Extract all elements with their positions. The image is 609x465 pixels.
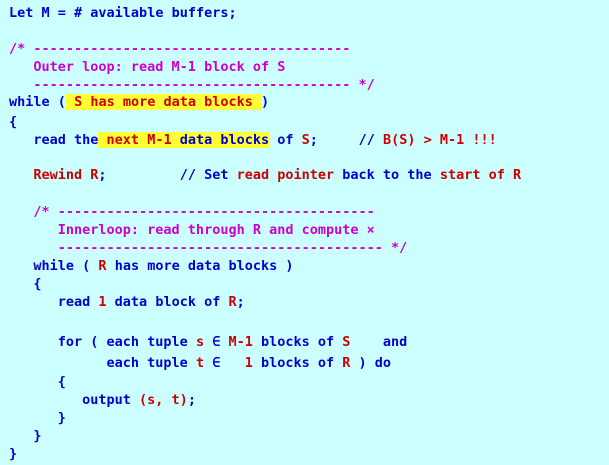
code-token: (: [82, 258, 99, 274]
code-token: has more data blocks: [106, 258, 286, 274]
code-token: M-1: [228, 334, 253, 350]
code-token: for ( each tuple: [9, 334, 196, 350]
code-token: while: [9, 94, 58, 110]
code-line: Outer loop: read M-1 block of S: [9, 58, 285, 76]
code-token: }: [9, 428, 42, 444]
code-token: B(S) > M-1 !!!: [382, 132, 497, 148]
code-line: /* -------------------------------------…: [9, 203, 375, 221]
code-token: 1: [98, 294, 107, 310]
code-token: ;: [309, 132, 318, 148]
code-line: Let M = # available buffers;: [9, 4, 237, 22]
code-line: output (s, t);: [9, 391, 196, 409]
code-line: read 1 data block of R;: [9, 293, 245, 311]
code-token: the: [74, 132, 99, 148]
code-token: ): [285, 258, 294, 274]
code-token: R: [228, 294, 237, 310]
code-token: output: [9, 392, 140, 408]
code-token: R: [342, 355, 351, 371]
code-line: each tuple t ∈ 1 blocks of R ) do: [9, 354, 392, 372]
code-token: {: [9, 114, 18, 130]
highlighted-token: data blocks: [171, 132, 270, 148]
code-token: ;: [98, 167, 107, 183]
code-token: {: [9, 276, 42, 292]
code-token: S: [301, 132, 310, 148]
code-token: blocks of: [252, 334, 343, 350]
code-line: }: [9, 409, 66, 427]
highlighted-token: S: [74, 94, 83, 110]
code-line: }: [9, 445, 17, 463]
code-token: S: [342, 334, 351, 350]
code-token: ∈: [204, 334, 229, 350]
code-token: Innerloop: read through R and compute ×: [9, 222, 375, 238]
code-line: Rewind R; // Set read pointer back to th…: [9, 166, 521, 184]
code-line: }: [9, 427, 42, 445]
code-token: --------------------------------------- …: [9, 77, 375, 93]
code-token: = # available buffers;: [49, 5, 237, 21]
highlighted-token: has more data blocks: [82, 94, 262, 110]
highlighted-token: [65, 94, 75, 110]
code-token: read pointer: [236, 167, 335, 183]
code-token: data block of: [106, 294, 229, 310]
code-token: and: [350, 334, 408, 350]
code-line: --------------------------------------- …: [9, 76, 375, 94]
code-token: /* -------------------------------------…: [9, 204, 375, 220]
code-line: /* -------------------------------------…: [9, 40, 350, 58]
code-token: read: [9, 294, 99, 310]
code-token: Let: [9, 5, 42, 21]
highlighted-token: next: [98, 132, 148, 148]
code-token: s: [195, 334, 205, 350]
code-token: back to the: [334, 167, 440, 183]
code-token: {: [9, 374, 66, 390]
code-token: Outer loop: read M-1 block of S: [9, 59, 286, 75]
code-token: ): [261, 94, 270, 110]
code-token: ;: [187, 392, 196, 408]
code-token: R: [98, 258, 107, 274]
code-token: start of R: [439, 167, 522, 183]
code-token: M: [41, 5, 50, 21]
code-line: while ( R has more data blocks ): [9, 257, 294, 275]
code-token: ∈: [204, 355, 245, 371]
code-token: of: [269, 132, 302, 148]
code-token: 1: [244, 355, 253, 371]
code-token: }: [9, 446, 18, 462]
code-line: {: [9, 373, 66, 391]
code-token: each tuple: [9, 355, 196, 371]
code-line: {: [9, 275, 42, 293]
code-token: }: [9, 410, 66, 426]
code-line: ----------------------------------------…: [9, 239, 408, 257]
code-line: read the next M-1 data blocks of S; // B…: [9, 131, 497, 149]
code-token: (s, t): [139, 392, 188, 408]
code-token: ----------------------------------------…: [9, 240, 408, 256]
code-token: t: [195, 355, 205, 371]
code-line: {: [9, 113, 17, 131]
code-token: //: [317, 132, 383, 148]
highlighted-token: M-1: [147, 132, 172, 148]
code-token: /* -------------------------------------…: [9, 41, 351, 57]
code-token: Rewind R: [33, 167, 99, 183]
code-token: ;: [236, 294, 245, 310]
code-token: read: [9, 132, 75, 148]
code-token: // Set: [106, 167, 237, 183]
code-token: while: [9, 258, 83, 274]
code-line: for ( each tuple s ∈ M-1 blocks of S and: [9, 333, 408, 351]
code-token: blocks of: [252, 355, 343, 371]
code-line: Innerloop: read through R and compute ×: [9, 221, 375, 239]
code-token: ) do: [350, 355, 392, 371]
code-line: while ( S has more data blocks ): [9, 93, 269, 111]
code-token: (: [57, 94, 66, 110]
code-token: [9, 167, 33, 183]
